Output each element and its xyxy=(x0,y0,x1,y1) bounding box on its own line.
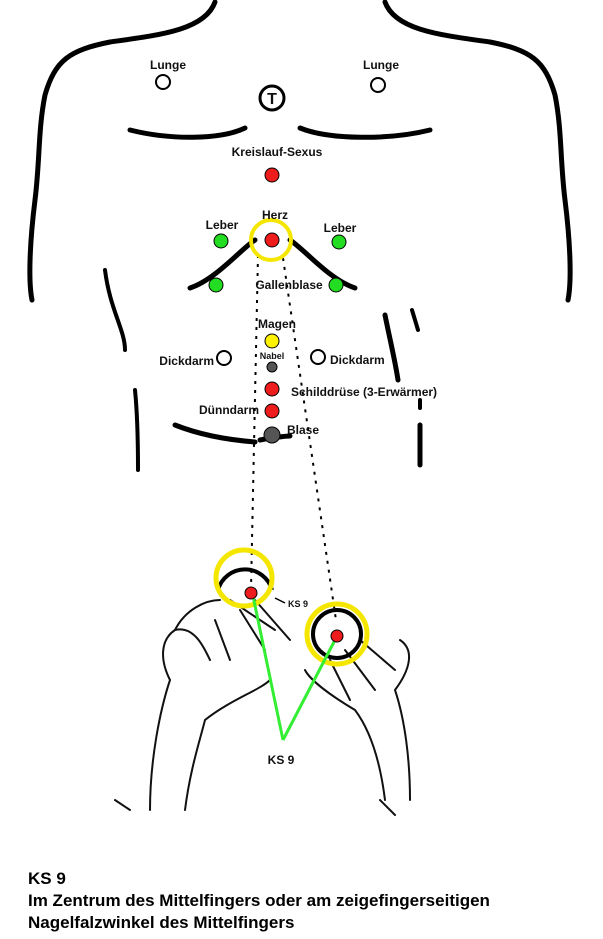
dickdarm-left-point[interactable] xyxy=(216,350,232,366)
nabel-point[interactable] xyxy=(266,361,278,373)
caption-line-3: Nagelfalzwinkel des Mittelfingers xyxy=(28,913,295,932)
leber-left-point[interactable] xyxy=(213,233,229,249)
label-herz: Herz xyxy=(262,208,288,222)
blase-point[interactable] xyxy=(263,426,281,444)
ks9-pointer-left xyxy=(251,595,285,741)
schilddruese-point[interactable] xyxy=(264,381,280,397)
label-lunge-left: Lunge xyxy=(150,58,186,72)
label-leber-right: Leber xyxy=(324,221,357,235)
gallenblase-left-point[interactable] xyxy=(208,277,224,293)
leber-right-point[interactable] xyxy=(331,234,347,250)
lunge-left-point[interactable] xyxy=(155,74,171,90)
label-gallenblase: Gallenblase xyxy=(255,278,323,292)
herz-highlight-ring xyxy=(249,218,293,262)
lunge-right-point[interactable] xyxy=(370,77,386,93)
ks9-small-leader xyxy=(274,597,286,604)
label-kreislauf: Kreislauf-Sexus xyxy=(232,145,323,159)
magen-point[interactable] xyxy=(264,333,280,349)
ks9-pointer-right xyxy=(281,639,337,741)
label-blase: Blase xyxy=(287,423,319,437)
caption: KS 9 Im Zentrum des Mittelfingers oder a… xyxy=(28,868,490,934)
svg-text:T: T xyxy=(267,91,277,108)
dickdarm-right-point[interactable] xyxy=(310,349,326,365)
label-ks9: KS 9 xyxy=(268,753,295,767)
duenndarm-point[interactable] xyxy=(264,403,280,419)
label-lunge-right: Lunge xyxy=(363,58,399,72)
label-dickdarm-right: Dickdarm xyxy=(330,353,385,367)
herz-point[interactable] xyxy=(264,232,280,248)
right-hand-marker xyxy=(304,601,370,667)
caption-line-2: Im Zentrum des Mittelfingers oder am zei… xyxy=(28,891,490,910)
label-magen: Magen xyxy=(258,317,296,331)
label-leber-left: Leber xyxy=(206,218,239,232)
torso-outline xyxy=(27,0,573,472)
ks9-left-point[interactable] xyxy=(244,586,258,600)
caption-title: KS 9 xyxy=(28,869,66,888)
label-schilddruese: Schilddrüse (3-Erwärmer) xyxy=(291,385,437,399)
center-t-symbol: T xyxy=(258,84,286,112)
label-nabel: Nabel xyxy=(260,351,285,361)
label-duenndarm: Dünndarm xyxy=(199,403,259,417)
left-hand-marker xyxy=(213,547,275,609)
kreislauf-point[interactable] xyxy=(264,167,280,183)
gallenblase-right-point[interactable] xyxy=(328,277,344,293)
dashed-guide-lines xyxy=(250,254,337,621)
label-dickdarm-left: Dickdarm xyxy=(159,354,214,368)
label-ks9-small: KS 9 xyxy=(288,599,308,609)
ks9-right-point[interactable] xyxy=(330,629,344,643)
